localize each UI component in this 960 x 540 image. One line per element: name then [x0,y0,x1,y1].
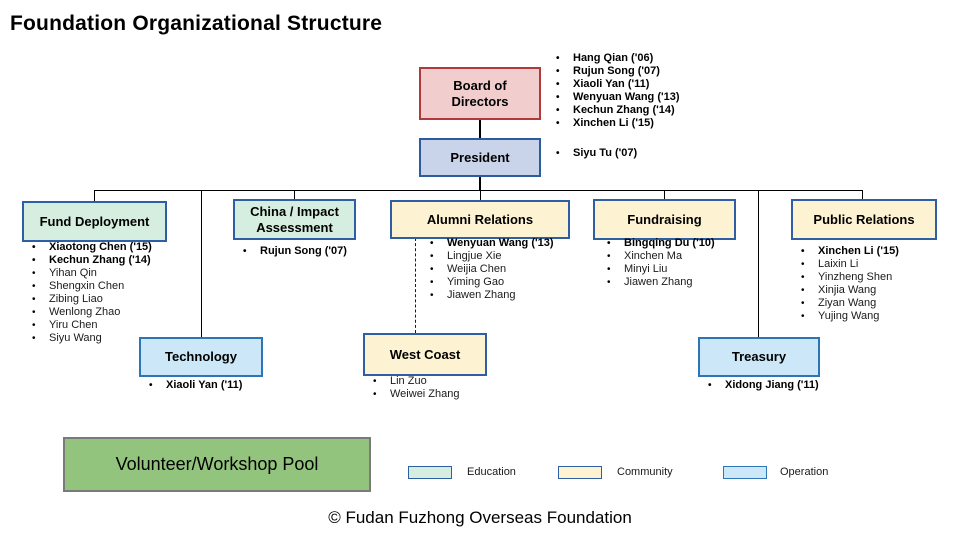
org-box-board-of-directors: Board of Directors [419,67,541,120]
member-item: Minyi Liu [605,263,715,276]
connector-drop-treasury [758,190,759,337]
president-member-list: Siyu Tu ('07) [554,147,637,160]
connector-drop-fund-deployment [94,190,95,201]
member-item: Weiwei Zhang [371,388,460,401]
member-item: Zibing Liao [30,293,152,306]
china-impact-member-list: Rujun Song ('07) [241,245,347,258]
member-item: Siyu Tu ('07) [554,147,637,160]
member-item: Lingjue Xie [428,250,554,263]
member-item: Yinzheng Shen [799,271,899,284]
member-item: Kechun Zhang ('14) [30,254,152,267]
fundraising-member-list: Bingqing Du ('10) Xinchen Ma Minyi Liu J… [605,237,715,289]
connector-horizontal-rail [94,190,863,191]
box-label: Technology [165,349,237,365]
legend-swatch-education [408,466,452,479]
org-box-alumni-relations: Alumni Relations [390,200,570,239]
member-item: Yiming Gao [428,276,554,289]
member-item: Xidong Jiang ('11) [706,379,819,392]
board-member-list: Hang Qian ('06) Rujun Song ('07) Xiaoli … [554,52,680,130]
org-box-west-coast: West Coast [363,333,487,376]
connector-board-president [479,120,481,140]
legend-label-education: Education [467,466,516,478]
member-item: Xinjia Wang [799,284,899,297]
org-box-technology: Technology [139,337,263,377]
org-box-president: President [419,138,541,177]
org-box-treasury: Treasury [698,337,820,377]
fund-deployment-member-list: Xiaotong Chen ('15) Kechun Zhang ('14) Y… [30,241,152,345]
box-label: Treasury [731,349,787,365]
legend-label-community: Community [617,466,673,478]
member-item: Ziyan Wang [799,297,899,310]
legend-swatch-operation [723,466,767,479]
member-item: Bingqing Du ('10) [605,237,715,250]
member-item: Hang Qian ('06) [554,52,680,65]
connector-drop-china-impact [294,190,295,199]
treasury-member-list: Xidong Jiang ('11) [706,379,819,392]
org-box-china-impact-assessment: China / Impact Assessment [233,199,356,240]
box-label: Fundraising [627,211,702,227]
box-label: West Coast [389,346,461,362]
box-label: Fund Deployment [39,213,150,229]
member-item: Xiaoli Yan ('11) [554,78,680,91]
connector-drop-alumni-relations [480,190,481,200]
legend-label-operation: Operation [780,466,829,478]
member-item: Rujun Song ('07) [241,245,347,258]
box-label: Board of Directors [451,78,509,109]
box-label: Alumni Relations [426,211,534,227]
connector-drop-public-relations [862,190,863,199]
member-item: Xiaoli Yan ('11) [147,379,242,392]
member-item: Yihan Qin [30,267,152,280]
connector-president-trunk [479,177,481,190]
member-item: Jiawen Zhang [605,276,715,289]
member-item: Weijia Chen [428,263,554,276]
org-box-volunteer-workshop-pool: Volunteer/Workshop Pool [63,437,371,492]
org-box-fund-deployment: Fund Deployment [22,201,167,242]
member-item: Yiru Chen [30,319,152,332]
technology-member-list: Xiaoli Yan ('11) [147,379,242,392]
member-item: Xinchen Li ('15) [554,117,680,130]
connector-dashed-alumni-westcoast [415,238,416,333]
box-label: President [450,149,510,165]
member-item: Rujun Song ('07) [554,65,680,78]
member-item: Shengxin Chen [30,280,152,293]
box-label: China / Impact Assessment [250,204,339,235]
member-item: Wenyuan Wang ('13) [428,237,554,250]
page-title: Foundation Organizational Structure [10,12,383,35]
member-item: Lin Zuo [371,375,460,388]
member-item: Kechun Zhang ('14) [554,104,680,117]
box-label: Public Relations [813,211,915,227]
member-item: Wenyuan Wang ('13) [554,91,680,104]
member-item: Wenlong Zhao [30,306,152,319]
member-item: Siyu Wang [30,332,152,345]
member-item: Jiawen Zhang [428,289,554,302]
public-relations-member-list: Xinchen Li ('15) Laixin Li Yinzheng Shen… [799,245,899,323]
member-item: Xinchen Li ('15) [799,245,899,258]
connector-drop-fundraising [664,190,665,199]
alumni-relations-member-list: Wenyuan Wang ('13) Lingjue Xie Weijia Ch… [428,237,554,302]
member-item: Xiaotong Chen ('15) [30,241,152,254]
member-item: Xinchen Ma [605,250,715,263]
west-coast-member-list: Lin Zuo Weiwei Zhang [371,375,460,401]
org-box-public-relations: Public Relations [791,199,937,240]
box-label: Volunteer/Workshop Pool [115,453,319,474]
copyright-footer: © Fudan Fuzhong Overseas Foundation [328,508,632,527]
member-item: Yujing Wang [799,310,899,323]
legend-swatch-community [558,466,602,479]
connector-drop-technology [201,190,202,337]
org-box-fundraising: Fundraising [593,199,736,240]
member-item: Laixin Li [799,258,899,271]
